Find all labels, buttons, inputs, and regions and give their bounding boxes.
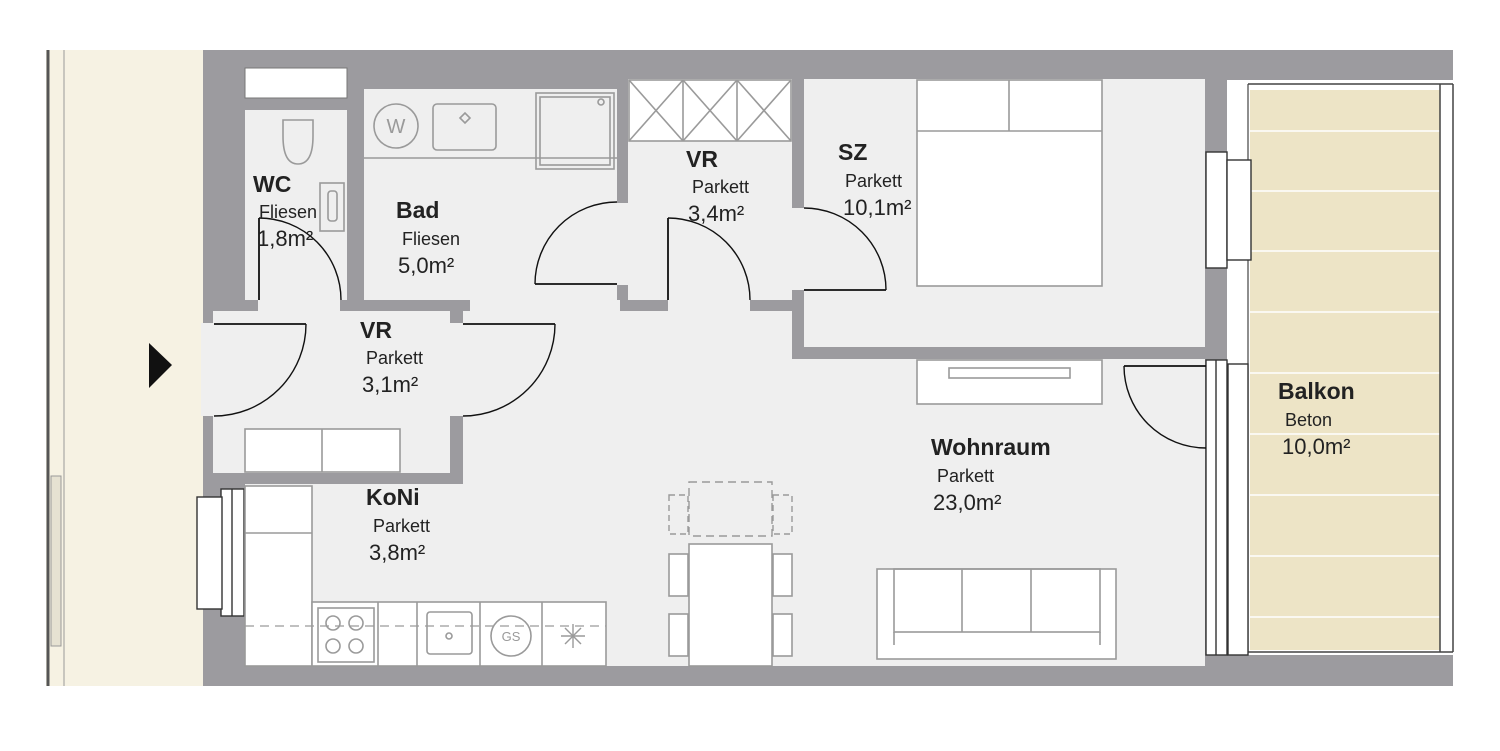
exterior-corridor	[46, 50, 203, 686]
wardrobe	[628, 79, 792, 142]
floor-wc	[245, 110, 347, 300]
bad-fixtures: W	[364, 92, 617, 170]
room-material: Fliesen	[402, 229, 460, 249]
entry-cabinet	[244, 428, 401, 473]
windows	[196, 151, 1252, 656]
kitchen-counter: GS	[244, 485, 607, 667]
door-sz	[803, 207, 887, 291]
room-name: Wohnraum	[931, 434, 1051, 460]
cooktop-icon	[317, 607, 375, 663]
room-area: 1,8m²	[257, 226, 313, 251]
door-bad	[534, 201, 618, 285]
room-label-sz: SZ Parkett 10,1m²	[838, 139, 911, 220]
door-vr-upper	[667, 217, 751, 301]
room-label-vr-upper: VR Parkett 3,4m²	[686, 146, 749, 226]
window-panel-top	[244, 67, 348, 99]
room-label-vr-entry: VR Parkett 3,1m²	[360, 317, 423, 397]
sink-icon	[426, 611, 473, 655]
room-name: KoNi	[366, 484, 420, 510]
room-material: Parkett	[937, 466, 994, 486]
door-balcony	[1123, 365, 1207, 449]
room-area: 5,0m²	[398, 253, 454, 278]
room-label-koni: KoNi Parkett 3,8m²	[366, 484, 430, 565]
room-name: Balkon	[1278, 378, 1355, 404]
room-name: VR	[686, 146, 718, 172]
room-material: Parkett	[373, 516, 430, 536]
room-label-wc: WC Fliesen 1,8m²	[253, 171, 317, 251]
washing-machine-icon: W	[373, 103, 419, 149]
room-area: 3,1m²	[362, 372, 418, 397]
triangle-right-icon	[149, 343, 172, 388]
room-label-balkon: Balkon Beton 10,0m²	[1278, 378, 1355, 459]
room-material: Beton	[1285, 410, 1332, 430]
room-label-wohnraum: Wohnraum Parkett 23,0m²	[931, 434, 1051, 515]
room-area: 3,8m²	[369, 540, 425, 565]
room-labels: WC Fliesen 1,8m² Bad Fliesen 5,0m² VR Pa…	[253, 139, 1355, 565]
room-material: Parkett	[366, 348, 423, 368]
doors	[213, 201, 1207, 449]
room-name: SZ	[838, 139, 867, 165]
floor-bad	[364, 89, 617, 300]
dining-table	[668, 481, 793, 667]
dishwasher-icon: GS	[490, 615, 532, 657]
dishwasher-symbol: GS	[502, 629, 521, 644]
room-area: 10,1m²	[843, 195, 911, 220]
floor-vr-bad-gap	[470, 300, 620, 312]
room-area: 10,0m²	[1282, 434, 1350, 459]
room-material: Parkett	[845, 171, 902, 191]
door-wc	[258, 217, 342, 301]
sideboard	[916, 359, 1103, 405]
room-label-bad: Bad Fliesen 5,0m²	[396, 197, 460, 278]
room-name: VR	[360, 317, 392, 343]
room-name: WC	[253, 171, 291, 197]
balcony	[1227, 80, 1454, 655]
sofa	[876, 568, 1117, 660]
room-material: Fliesen	[259, 202, 317, 222]
door-vr-living	[462, 323, 556, 417]
room-area: 23,0m²	[933, 490, 1001, 515]
extractor-icon	[561, 624, 585, 648]
room-material: Parkett	[692, 177, 749, 197]
room-area: 3,4m²	[688, 201, 744, 226]
door-entrance	[213, 323, 307, 417]
room-name: Bad	[396, 197, 439, 223]
washer-symbol: W	[387, 116, 406, 138]
wc-fixtures	[282, 119, 345, 232]
door-openings	[201, 203, 806, 416]
double-bed	[916, 79, 1103, 287]
